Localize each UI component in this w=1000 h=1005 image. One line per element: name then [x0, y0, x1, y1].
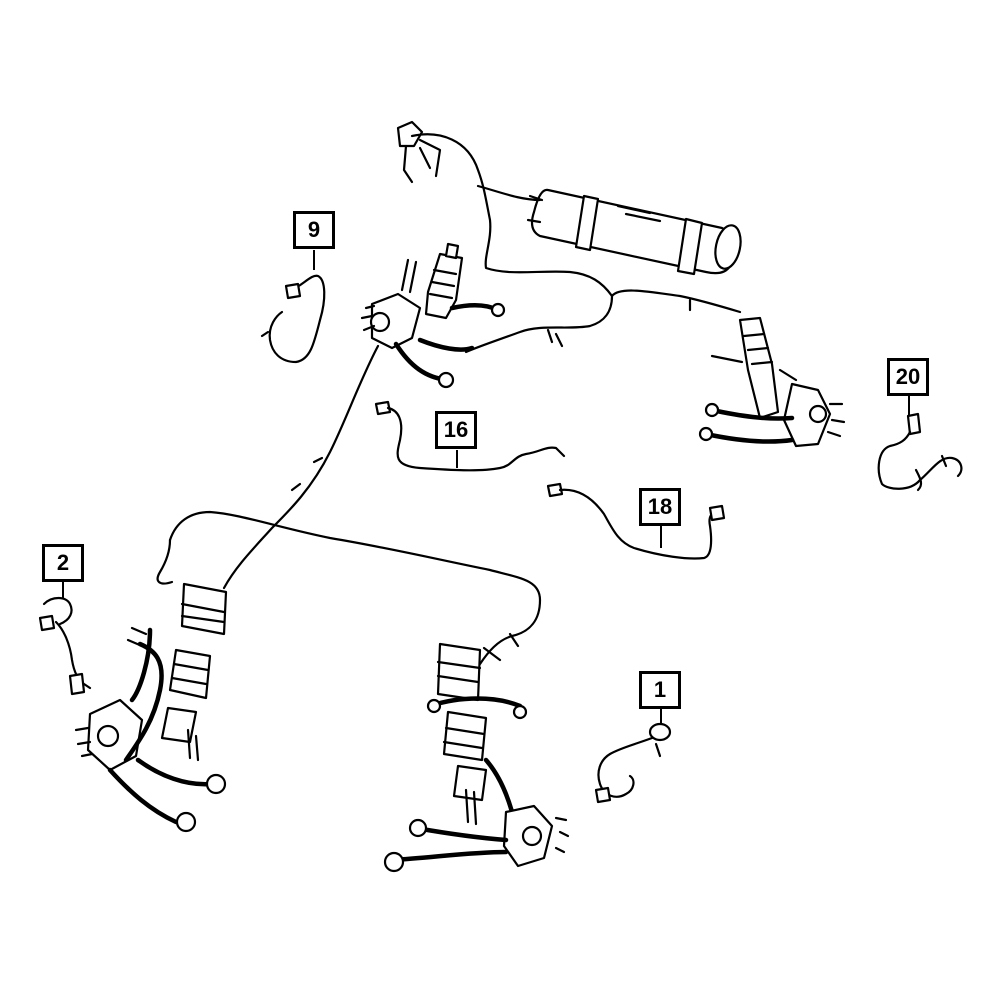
front-harness [156, 344, 542, 666]
leader-18 [660, 526, 662, 548]
sensor-9-wire [260, 274, 326, 364]
front-left-suspension [74, 582, 228, 833]
sensor-16-wire [374, 400, 566, 472]
air-tank [526, 188, 742, 276]
callout-9: 9 [293, 211, 335, 249]
callout-2: 2 [42, 544, 84, 582]
leader-16 [456, 450, 458, 468]
sensor-1-wire [594, 722, 672, 804]
sensor-20-wire [877, 412, 963, 492]
front-right-suspension [383, 642, 570, 873]
callout-16: 16 [435, 411, 477, 449]
callout-20: 20 [887, 358, 929, 396]
leader-1 [660, 709, 662, 725]
sensor-18-wire [546, 482, 726, 560]
sensor-2-wire [38, 596, 92, 696]
leader-20 [908, 396, 910, 416]
leader-2 [62, 582, 64, 598]
rear-right-suspension [698, 316, 846, 448]
main-harness-top [396, 120, 742, 354]
callout-1: 1 [639, 671, 681, 709]
callout-18: 18 [639, 488, 681, 526]
leader-9 [313, 250, 315, 270]
rear-left-suspension [360, 242, 506, 389]
